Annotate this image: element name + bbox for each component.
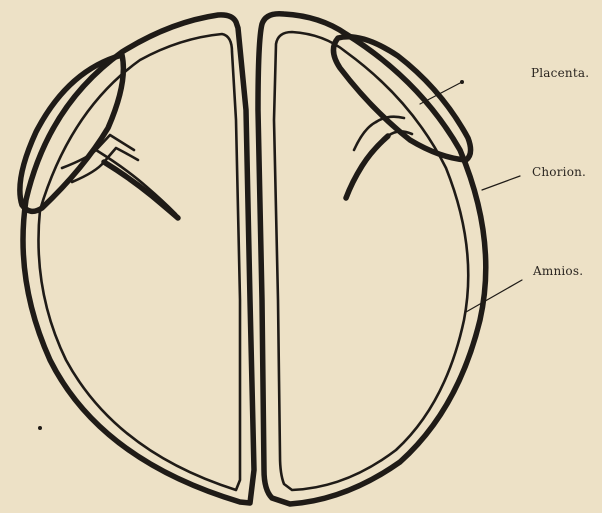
right-cord-main xyxy=(346,136,388,198)
label-chorion: Chorion. xyxy=(532,165,586,179)
left-cord-end xyxy=(104,162,178,218)
leader-line-amnios xyxy=(466,280,522,312)
right-cord-branch xyxy=(354,122,376,150)
leader-line-chorion xyxy=(482,176,520,190)
label-placenta: Placenta. xyxy=(531,66,589,80)
left-chorion-outline xyxy=(23,15,254,503)
leader-dot-placenta xyxy=(460,80,464,84)
left-placenta xyxy=(20,55,124,211)
right-placenta xyxy=(333,37,470,160)
paper-speck xyxy=(38,426,42,430)
label-amnios: Amnios. xyxy=(533,264,583,278)
